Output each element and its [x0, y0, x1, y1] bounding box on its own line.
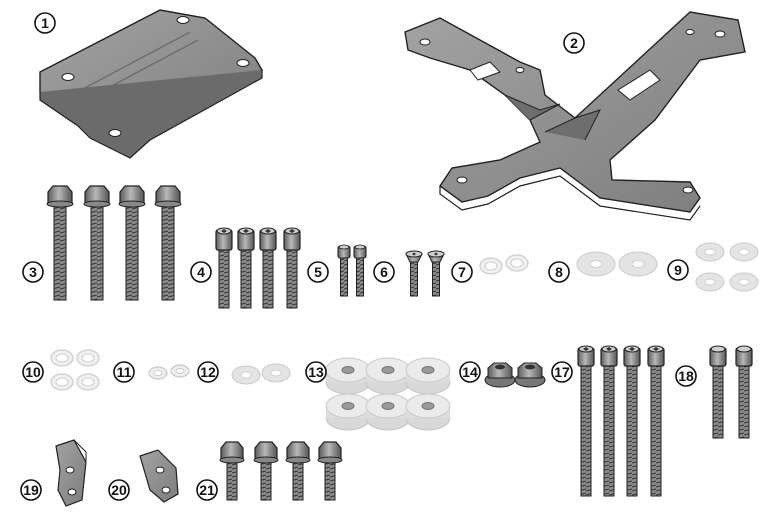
long-hex-bolts: [46, 185, 182, 301]
x-bracket: [404, 11, 746, 221]
part-number-4: 4: [190, 261, 212, 283]
callout-circle: [197, 361, 219, 383]
callout-circle: [667, 259, 689, 281]
callout-circle: [305, 361, 327, 383]
callout-circle: [307, 261, 329, 283]
base-plate: [39, 9, 263, 159]
callout-number: 5: [314, 264, 322, 280]
part-number-17: 17: [551, 361, 573, 383]
part-number-9: 9: [667, 259, 689, 281]
medium-washers: [231, 363, 291, 385]
callout-number: 6: [380, 264, 388, 280]
callout-circle: [20, 479, 42, 501]
part-number-10: 10: [22, 361, 44, 383]
small-washers: [479, 254, 529, 275]
large-washers: [576, 251, 658, 277]
part-number-11: 11: [113, 361, 135, 383]
part-number-6: 6: [373, 261, 395, 283]
callout-circle: [22, 361, 44, 383]
part-number-8: 8: [548, 261, 570, 283]
callout-number: 20: [111, 482, 127, 498]
callout-number: 12: [200, 364, 216, 380]
callout-circle: [563, 32, 585, 54]
callout-number: 10: [25, 364, 41, 380]
part-number-18: 18: [675, 365, 697, 387]
part-number-21: 21: [196, 479, 218, 501]
callout-number: 17: [554, 364, 570, 380]
callout-number: 1: [41, 15, 49, 31]
callout-circle: [22, 261, 44, 283]
callout-number: 19: [23, 482, 39, 498]
tiny-washers: [148, 364, 190, 380]
callout-number: 21: [199, 482, 215, 498]
callout-circle: [675, 365, 697, 387]
callout-number: 9: [674, 262, 682, 278]
callout-number: 2: [570, 35, 578, 51]
short-hex-bolts: [219, 441, 343, 501]
part-number-3: 3: [22, 261, 44, 283]
callout-circle: [451, 261, 473, 283]
clip-bracket-20: [139, 449, 179, 503]
callout-number: 4: [197, 264, 205, 280]
washer-set-10: [50, 349, 100, 391]
socket-bolts-long: [709, 345, 753, 439]
socket-bolts-medium: [215, 227, 301, 309]
part-number-20: 20: [108, 479, 130, 501]
callout-circle: [548, 261, 570, 283]
callout-number: 3: [29, 264, 37, 280]
callout-circle: [373, 261, 395, 283]
callout-number: 13: [308, 364, 324, 380]
part-number-1: 1: [34, 12, 56, 34]
flange-nuts: [484, 362, 546, 388]
callout-number: 11: [117, 364, 132, 380]
part-number-5: 5: [307, 261, 329, 283]
callout-circle: [113, 361, 135, 383]
washer-set-9: [695, 242, 759, 292]
callout-number: 14: [462, 364, 478, 380]
part-number-13: 13: [305, 361, 327, 383]
callout-number: 7: [458, 264, 466, 280]
callout-circle: [34, 12, 56, 34]
callout-circle: [459, 361, 481, 383]
spacers: [325, 357, 451, 431]
clip-bracket-19: [55, 439, 87, 507]
part-number-7: 7: [451, 261, 473, 283]
part-number-14: 14: [459, 361, 481, 383]
socket-bolts-extra-long: [577, 345, 665, 497]
callout-number: 18: [678, 368, 694, 384]
part-number-2: 2: [563, 32, 585, 54]
socket-bolts-small: [337, 244, 367, 297]
callout-circle: [190, 261, 212, 283]
callout-number: 8: [555, 264, 563, 280]
callout-circle: [551, 361, 573, 383]
countersunk-screws: [405, 250, 445, 297]
callout-circle: [108, 479, 130, 501]
part-number-19: 19: [20, 479, 42, 501]
part-number-12: 12: [197, 361, 219, 383]
callout-circle: [196, 479, 218, 501]
